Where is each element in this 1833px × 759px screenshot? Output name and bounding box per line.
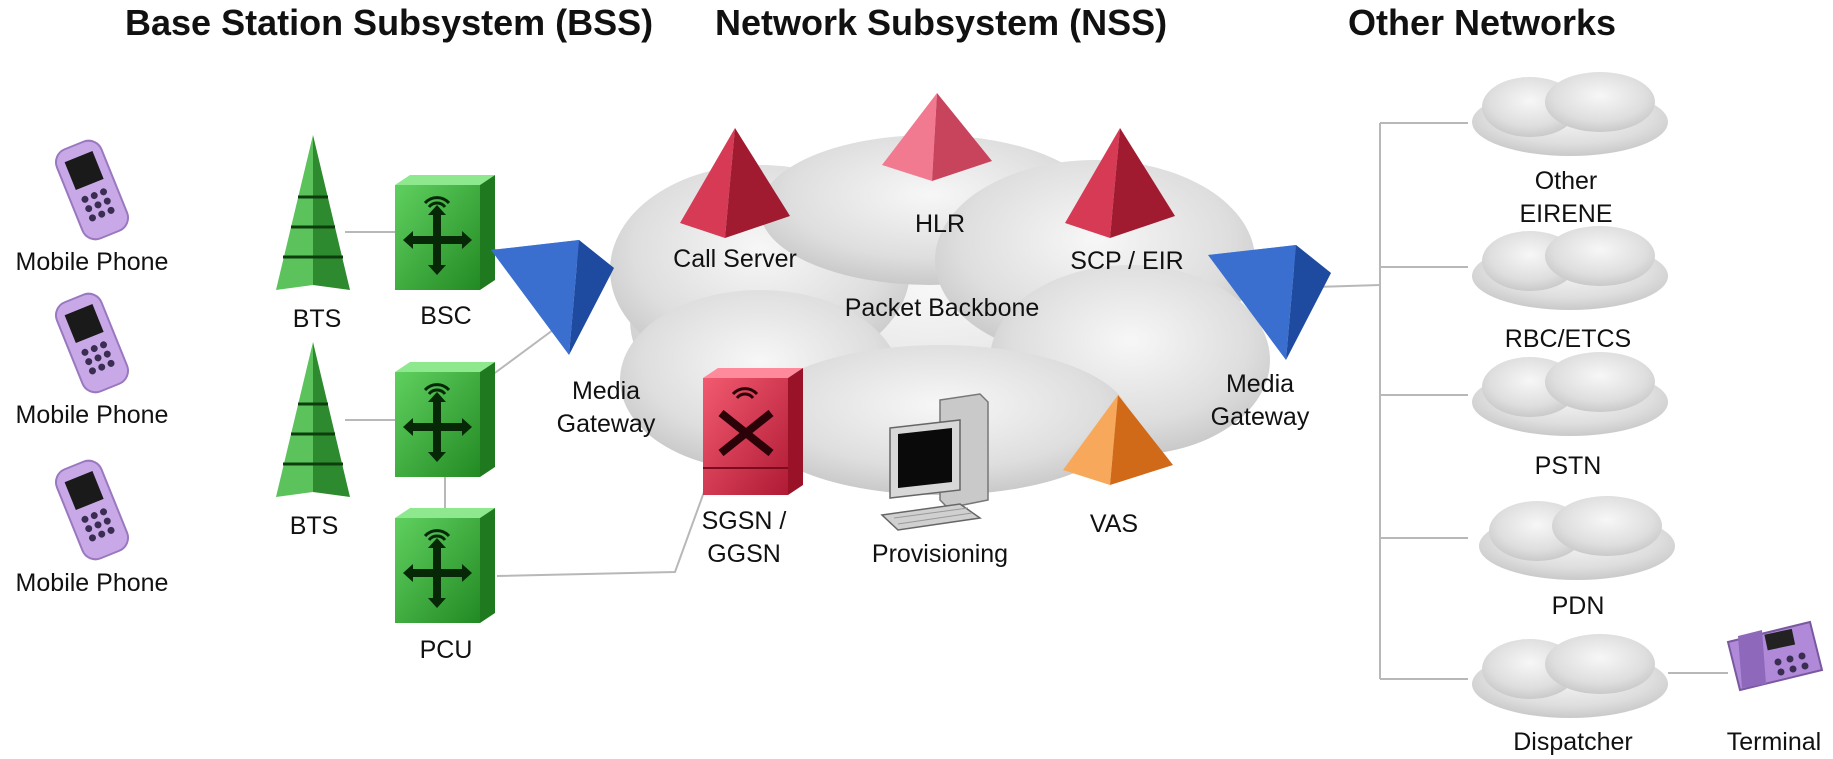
label-bsc: BSC xyxy=(420,302,472,330)
label-other-eirene-line1: Other xyxy=(1534,167,1598,195)
label-media-gateway-right-line2: Gateway xyxy=(1210,402,1310,431)
label-packet-backbone: Packet Backbone xyxy=(844,294,1040,322)
mobile-phone-icon xyxy=(54,459,130,561)
label-sgsn-ggsn: SGSN / GGSN xyxy=(702,505,787,570)
label-mobile-phone: Mobile Phone xyxy=(15,401,169,429)
label-call-server: Call Server xyxy=(673,245,797,273)
mobile-phone-icon xyxy=(54,292,130,394)
label-mobile-phone: Mobile Phone xyxy=(15,248,169,276)
label-hlr: HLR xyxy=(914,210,966,238)
cloud-rbc-etcs xyxy=(1472,226,1668,310)
label-sgsn-line1: SGSN / xyxy=(701,507,787,535)
label-media-gateway-right-line1: Media xyxy=(1225,370,1295,398)
label-other-eirene: Other EIRENE xyxy=(1519,165,1612,230)
computer-icon xyxy=(880,393,989,531)
label-media-gateway-left-line2: Gateway xyxy=(556,409,656,438)
media-gateway-icon xyxy=(491,240,614,355)
label-bts: BTS xyxy=(289,512,339,540)
hlr-icon xyxy=(882,93,992,181)
connector-lines xyxy=(345,122,1728,680)
label-sgsn-line2: GGSN xyxy=(707,539,781,568)
call-server-icon xyxy=(680,128,790,238)
label-mobile-phone: Mobile Phone xyxy=(15,569,169,597)
header-bss: Base Station Subsystem (BSS) xyxy=(125,2,654,43)
label-media-gateway-left-line1: Media xyxy=(571,377,641,405)
bts-tower-icon xyxy=(276,342,350,497)
label-pdn: PDN xyxy=(1551,592,1605,620)
media-gateway-icon xyxy=(1208,245,1331,360)
sgsn-ggsn-switch-icon xyxy=(703,368,803,495)
label-bts: BTS xyxy=(292,305,342,333)
label-media-gateway-left: Media Gateway xyxy=(557,375,656,440)
bsc-switch-icon xyxy=(395,362,495,477)
label-provisioning: Provisioning xyxy=(871,540,1009,568)
label-media-gateway-right: Media Gateway xyxy=(1211,368,1310,433)
cloud-pstn xyxy=(1472,352,1668,436)
label-pstn: PSTN xyxy=(1534,452,1602,480)
vas-icon xyxy=(1063,395,1173,485)
label-pcu: PCU xyxy=(419,636,473,664)
bsc-switch-icon xyxy=(395,175,495,290)
packet-backbone-cloud xyxy=(610,135,1270,495)
label-rbc-etcs: RBC/ETCS xyxy=(1504,325,1632,353)
label-terminal: Terminal xyxy=(1726,728,1822,756)
label-vas: VAS xyxy=(1089,510,1139,538)
desk-phone-icon xyxy=(1726,620,1824,692)
label-dispatcher: Dispatcher xyxy=(1513,728,1633,756)
cloud-other-eirene xyxy=(1472,72,1668,156)
cloud-pdn xyxy=(1479,496,1675,580)
header-other-networks: Other Networks xyxy=(1348,2,1617,43)
cloud-dispatcher xyxy=(1472,634,1668,718)
pcu-switch-icon xyxy=(395,508,495,623)
label-other-eirene-line2: EIRENE xyxy=(1519,199,1613,228)
scp-eir-icon xyxy=(1065,128,1175,238)
mobile-phone-icon xyxy=(54,139,130,241)
header-nss: Network Subsystem (NSS) xyxy=(715,2,1168,43)
bts-tower-icon xyxy=(276,135,350,290)
label-scp-eir: SCP / EIR xyxy=(1070,247,1184,275)
